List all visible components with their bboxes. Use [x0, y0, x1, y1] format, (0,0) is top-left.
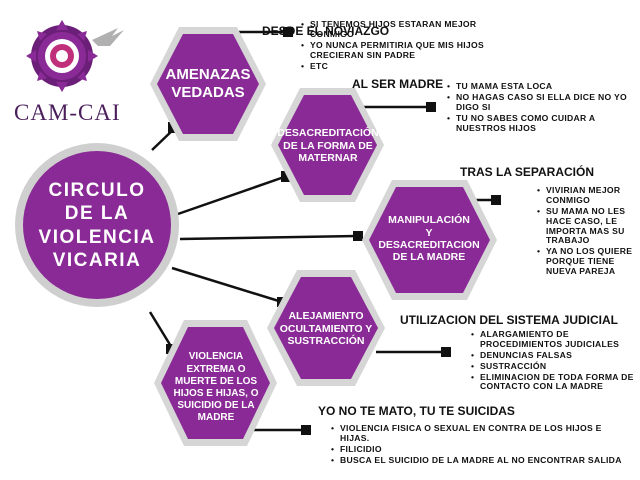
center-line: VIOLENCIA [38, 226, 156, 248]
list-item: ELIMINACION DE TODA FORMA DE CONTACTO CO… [471, 372, 640, 393]
hex-line: DESACREDITACION [378, 239, 480, 251]
marker-noviazgo [283, 27, 293, 37]
list-judicial: ALARGAMIENTO DE PROCEDIMIENTOS JUDICIALE… [470, 329, 640, 393]
list-noviazgo: SI TENEMOS HIJOS ESTARAN MEJOR CONMIGO Y… [300, 19, 495, 72]
hummingbird-icon [92, 28, 124, 46]
hex-alejamiento [274, 277, 378, 379]
hex-line: hijos e hijas, o [173, 388, 259, 399]
hex-label-violencia: Violencia extrema o muerte de los hijos … [164, 346, 268, 430]
list-item: ALARGAMIENTO DE PROCEDIMIENTOS JUDICIALE… [471, 329, 640, 350]
heading-separacion: TRAS LA SEPARACIÓN [460, 165, 595, 179]
list-separacion: VIVIRIAN MEJOR CONMIGO SU MAMA NO LES HA… [536, 185, 640, 278]
hex-line: DESACREDITACIÓN [277, 127, 379, 140]
list-item: SU MAMA NO LES HACE CASO, LE IMPORTA MAS… [537, 206, 640, 247]
heading-suicidas: YO NO TE MATO, TU TE SUICIDAS [318, 404, 515, 418]
marker-judicial [441, 347, 451, 357]
list-item: SI TENEMOS HIJOS ESTARAN MEJOR CONMIGO [301, 19, 495, 40]
list-item: SUSTRACCIÓN [471, 361, 640, 372]
hex-line: Alejamiento [288, 310, 364, 323]
hex-line: VEDADAS [171, 84, 245, 101]
center-line: CIRCULO [48, 180, 146, 202]
center-line: VICARIA [52, 249, 142, 271]
hex-line: suicidio de la [177, 400, 255, 412]
hex-line: MANIPULACIÓN [388, 214, 470, 227]
hex-line: muerte de los [174, 375, 258, 387]
hex-label-amenazas: AMENAZAS VEDADAS [160, 58, 256, 110]
hex-manipulacion [369, 187, 490, 293]
list-madre: TU MAMA ESTA LOCA NO HAGAS CASO SI ELLA … [446, 81, 640, 134]
connector-desacreditacion [174, 174, 288, 217]
hex-line: Y [425, 226, 433, 239]
hex-amenazas [157, 34, 259, 134]
list-item: DENUNCIAS FALSAS [471, 350, 640, 361]
hex-line: DE LA MADRE [392, 251, 466, 264]
hex-line: Violencia [188, 351, 244, 363]
logo-text: CAM-CAI [14, 100, 121, 125]
hexagons [150, 27, 497, 446]
list-item: FILICIDIO [331, 444, 630, 455]
connector-violencia [148, 311, 174, 349]
list-item: TU NO SABES COMO CUIDAR A NUESTROS HIJOS [447, 113, 640, 134]
connector-manipulacion [179, 234, 358, 241]
hex-line: sustracción [287, 335, 365, 348]
hex-label-desacreditacion: DESACREDITACIÓN DE LA FORMA DE MATERNAR [276, 124, 380, 168]
hex-line: extrema o [186, 363, 246, 375]
marker-manipulacion [353, 231, 363, 241]
center-line: DE LA [64, 203, 130, 225]
hex-line: ocultamiento y [279, 322, 373, 335]
hex-label-alejamiento: Alejamiento ocultamiento y sustracción [276, 306, 376, 352]
center-circle [23, 151, 171, 299]
list-item: VIVIRIAN MEJOR CONMIGO [537, 185, 640, 206]
hex-line: MATERNAR [298, 152, 358, 165]
hex-line: AMENAZAS [165, 66, 251, 84]
list-item: VIOLENCIA FISICA O SEXUAL EN CONTRA DE L… [331, 423, 630, 444]
heading-madre: AL SER MADRE [352, 77, 444, 91]
hex-violencia [161, 327, 270, 439]
list-item: YA NO LOS QUIERE PORQUE TIENE NUEVA PARE… [537, 246, 640, 277]
hex-line: madre [197, 412, 235, 424]
heading-judicial: UTILIZACION DEL SISTEMA JUDICIAL [400, 313, 619, 327]
marker-madre [426, 102, 436, 112]
connector-lines [148, 30, 495, 432]
hex-label-manipulacion: MANIPULACIÓN Y DESACREDITACION DE LA MAD… [370, 208, 488, 270]
list-item: NO HAGAS CASO SI ELLA DICE NO YO DIGO SI [447, 92, 640, 113]
hex-desacreditacion [278, 95, 377, 195]
center-label: CIRCULO DE LA VIOLENCIA VICARIA [32, 168, 162, 283]
hex-line: DE LA FORMA DE [283, 139, 373, 152]
marker-separacion [491, 195, 501, 205]
list-suicidas: VIOLENCIA FISICA O SEXUAL EN CONTRA DE L… [330, 423, 630, 467]
list-item: BUSCA EL SUICIDIO DE LA MADRE AL NO ENCO… [331, 455, 630, 466]
logo-mandala-icon [26, 20, 98, 92]
connector-alejamiento [171, 266, 283, 304]
list-item: ETC [301, 61, 495, 72]
marker-suicidas [301, 425, 311, 435]
list-item: TU MAMA ESTA LOCA [447, 81, 640, 92]
list-item: YO NUNCA PERMITIRIA QUE MIS HIJOS CRECIE… [301, 40, 495, 61]
marker-desacreditacion [281, 171, 292, 182]
